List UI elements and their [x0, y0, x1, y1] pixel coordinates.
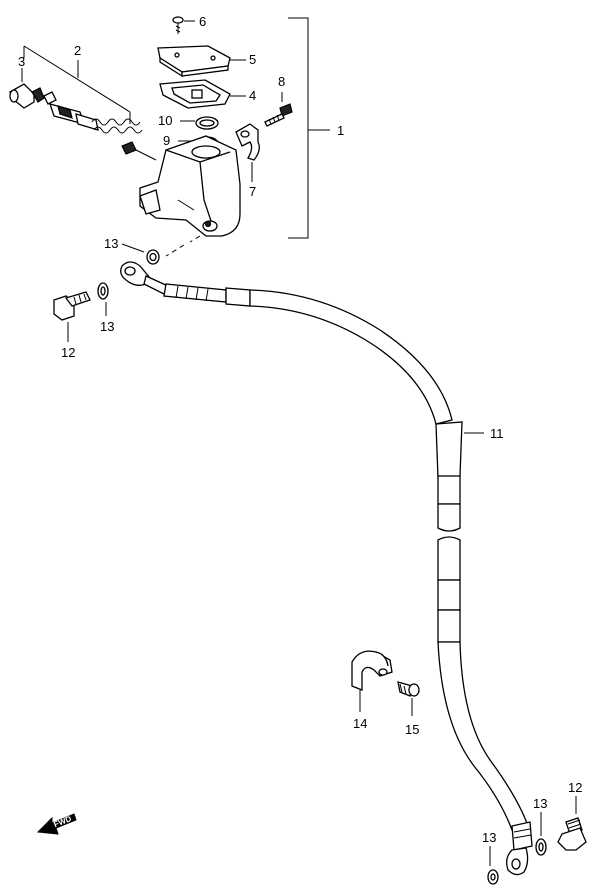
label-part-11: 11: [490, 426, 504, 441]
boot-3: [9, 68, 45, 109]
diaphragm-4: [159, 79, 246, 109]
label-part-5: 5: [249, 52, 256, 67]
fwd-arrow-icon: FWD: [36, 813, 77, 835]
banjo-bolt-12-top: [53, 291, 91, 342]
master-cylinder-body: [139, 135, 241, 237]
label-part-8: 8: [278, 74, 285, 89]
label-part-13-bottom: 13: [482, 830, 496, 845]
piston-kit-bracket-2: [23, 45, 131, 124]
washer-13-top: [121, 243, 160, 265]
washer-13-left: [97, 282, 109, 316]
label-part-6: 6: [199, 14, 206, 29]
label-part-1: 1: [337, 123, 344, 138]
callout-labels: 6 5 4 10 9 8 7 1 2 3 13 13 12 11 14 15 1…: [18, 14, 582, 845]
label-part-13-bottom-right: 13: [533, 796, 547, 811]
label-part-12-top: 12: [61, 345, 75, 360]
brake-hose-11: [120, 261, 533, 876]
assembly-bracket-1: [288, 17, 330, 239]
o-ring-10: [180, 116, 219, 130]
hose-clamp-14: [351, 650, 393, 712]
fwd-badge-text: FWD: [52, 814, 72, 829]
washer-13-bottom: [487, 846, 499, 885]
label-part-7: 7: [249, 184, 256, 199]
label-part-10: 10: [158, 113, 172, 128]
leader-body-to-hose: [165, 235, 201, 257]
label-part-2: 2: [74, 43, 81, 58]
clamp-7: [235, 123, 260, 182]
label-part-13-top: 13: [104, 236, 118, 251]
screw-8: [264, 92, 293, 127]
label-part-4: 4: [249, 88, 256, 103]
label-part-3: 3: [18, 54, 25, 69]
washer-13-bottom-right: [535, 812, 547, 856]
banjo-bolt-12-bottom: [557, 796, 587, 851]
piston-assembly-2: [43, 91, 157, 161]
label-part-12-bottom: 12: [568, 780, 582, 795]
screw-6: [172, 16, 195, 34]
label-part-14: 14: [353, 716, 367, 731]
label-part-9: 9: [163, 133, 170, 148]
reservoir-cap-5: [157, 45, 246, 78]
label-part-15: 15: [405, 722, 419, 737]
screw-15: [397, 681, 420, 716]
label-part-13-left: 13: [100, 319, 114, 334]
